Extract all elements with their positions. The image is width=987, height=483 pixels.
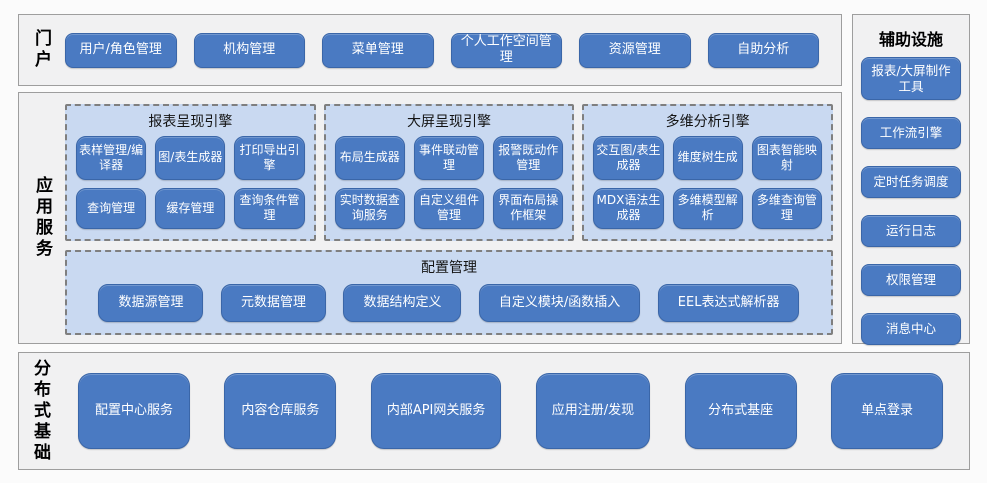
config-management-box: 配置管理 数据源管理 元数据管理 数据结构定义 自定义模块/函数插入 EEL表达… (65, 249, 833, 335)
engine-module-block: 查询管理 (76, 187, 147, 229)
engine-module-block: 图表智能映射 (751, 136, 823, 180)
engine-box-report: 报表呈现引擎 表样管理/编译器 图/表生成器 打印导出引擎 查询管理 缓存管理 … (65, 104, 316, 241)
dist-block-base: 分布式基座 (684, 373, 797, 449)
dist-block-content-repo: 内容仓库服务 (224, 373, 337, 449)
distributed-blocks: 配置中心服务 内容仓库服务 内部API网关服务 应用注册/发现 分布式基座 单点… (62, 373, 969, 449)
config-block-custom-module: 自定义模块/函数插入 (478, 284, 641, 323)
config-blocks: 数据源管理 元数据管理 数据结构定义 自定义模块/函数插入 EEL表达式解析器 (67, 282, 831, 333)
portal-block-org: 机构管理 (193, 32, 305, 68)
engine-box-olap: 多维分析引擎 交互图/表生成器 维度树生成 图表智能映射 MDX语法生成器 多维… (582, 104, 834, 241)
portal-block-user-role: 用户/角色管理 (65, 32, 177, 68)
engine-module-block: 查询条件管理 (234, 187, 305, 229)
engine-module-block: 图/表生成器 (155, 136, 226, 180)
auxiliary-column: 辅助设施 报表/大屏制作工具 工作流引擎 定时任务调度 运行日志 权限管理 消息… (852, 14, 970, 346)
distributed-foundation-layer: 分布式基础 配置中心服务 内容仓库服务 内部API网关服务 应用注册/发现 分布… (18, 352, 970, 470)
aux-block-workflow: 工作流引擎 (861, 117, 961, 150)
config-block-structure: 数据结构定义 (343, 284, 462, 323)
auxiliary-blocks: 报表/大屏制作工具 工作流引擎 定时任务调度 运行日志 权限管理 消息中心 (861, 57, 961, 346)
engine-group-row: 报表呈现引擎 表样管理/编译器 图/表生成器 打印导出引擎 查询管理 缓存管理 … (65, 104, 834, 241)
engine-box-bigscreen: 大屏呈现引擎 布局生成器 事件联动管理 报警既动作管理 实时数据查询服务 自定义… (323, 104, 575, 241)
app-services-content: 报表呈现引擎 表样管理/编译器 图/表生成器 打印导出引擎 查询管理 缓存管理 … (65, 93, 841, 343)
config-title: 配置管理 (421, 259, 477, 276)
aux-block-maker-tools: 报表/大屏制作工具 (861, 57, 961, 101)
dist-block-sso: 单点登录 (831, 373, 943, 449)
engine-title-olap: 多维分析引擎 (665, 114, 750, 130)
portal-block-selfservice: 自助分析 (707, 32, 819, 68)
portal-blocks: 用户/角色管理 机构管理 菜单管理 个人工作空间管理 资源管理 自助分析 (65, 32, 841, 68)
engine-module-block: 多维查询管理 (751, 187, 823, 229)
engine-module-block: 布局生成器 (334, 136, 405, 180)
engine-module-block: 缓存管理 (155, 187, 226, 229)
aux-block-message-center: 消息中心 (861, 313, 961, 346)
portal-layer: 门户 用户/角色管理 机构管理 菜单管理 个人工作空间管理 资源管理 自助分析 (18, 14, 842, 86)
app-services-layer: 应用服务 报表呈现引擎 表样管理/编译器 图/表生成器 打印导出引擎 查询管理 … (18, 92, 842, 344)
engine-module-block: 界面布局操作框架 (493, 187, 564, 229)
engine-module-block: 实时数据查询服务 (334, 187, 405, 229)
engine-title-report: 报表呈现引擎 (148, 114, 233, 130)
portal-layer-label: 门户 (31, 29, 51, 71)
engine-module-block: 打印导出引擎 (234, 136, 305, 180)
engine-module-block: 维度树生成 (672, 136, 743, 180)
engine-module-block: 自定义组件管理 (413, 187, 485, 229)
dist-block-app-registry: 应用注册/发现 (535, 373, 651, 449)
portal-block-menu: 菜单管理 (322, 32, 434, 68)
dist-block-api-gateway: 内部API网关服务 (370, 373, 502, 449)
portal-block-resource: 资源管理 (579, 32, 691, 68)
engine-module-block: MDX语法生成器 (593, 187, 664, 229)
config-block-metadata: 元数据管理 (220, 284, 326, 323)
dist-block-config-center: 配置中心服务 (78, 373, 190, 449)
app-services-label: 应用服务 (32, 176, 52, 260)
aux-block-permission: 权限管理 (861, 264, 961, 297)
config-block-eel-parser: EEL表达式解析器 (657, 284, 800, 323)
engine-grid-olap: 交互图/表生成器 维度树生成 图表智能映射 MDX语法生成器 多维模型解析 多维… (584, 136, 831, 239)
engine-module-block: 交互图/表生成器 (593, 136, 664, 180)
aux-block-scheduler: 定时任务调度 (861, 166, 961, 199)
portal-block-workspace: 个人工作空间管理 (450, 32, 562, 68)
engine-module-block: 多维模型解析 (672, 187, 743, 229)
engine-grid-bigscreen: 布局生成器 事件联动管理 报警既动作管理 实时数据查询服务 自定义组件管理 界面… (326, 136, 573, 239)
engine-module-block: 报警既动作管理 (493, 136, 564, 180)
engine-module-block: 事件联动管理 (413, 136, 485, 180)
config-block-datasource: 数据源管理 (98, 284, 204, 323)
engine-grid-report: 表样管理/编译器 图/表生成器 打印导出引擎 查询管理 缓存管理 查询条件管理 (67, 136, 314, 239)
aux-block-runlog: 运行日志 (861, 215, 961, 248)
engine-module-block: 表样管理/编译器 (76, 136, 147, 180)
auxiliary-title: 辅助设施 (878, 30, 943, 49)
engine-title-bigscreen: 大屏呈现引擎 (407, 114, 491, 130)
distributed-label: 分布式基础 (30, 358, 50, 464)
